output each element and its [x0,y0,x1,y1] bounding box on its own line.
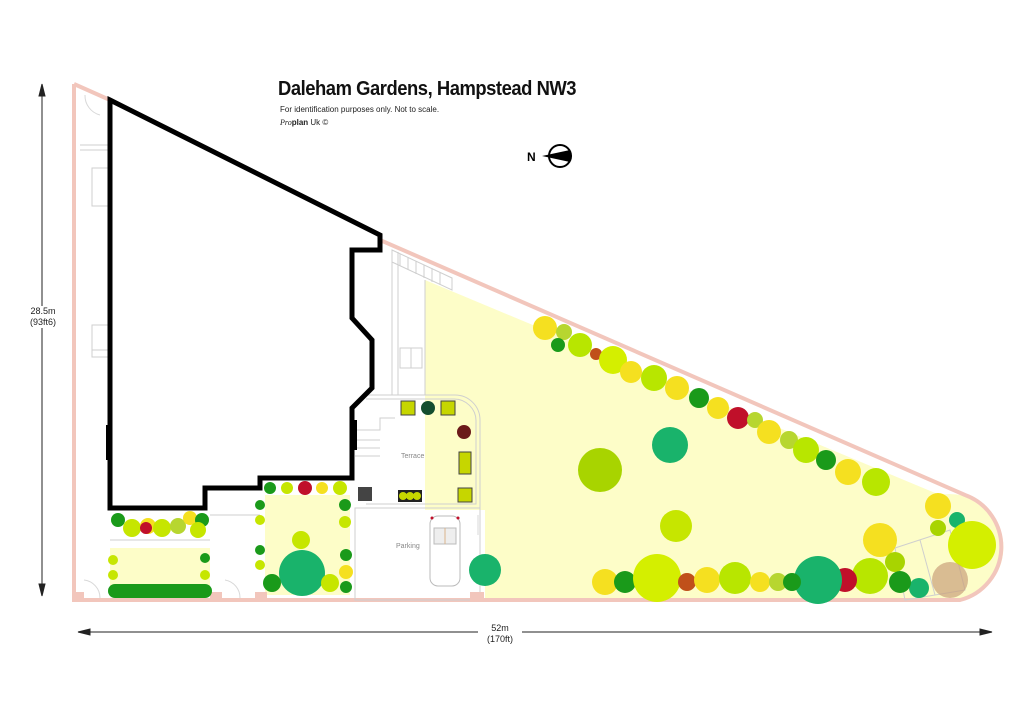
gate-posts [72,592,484,602]
car-icon [429,515,461,587]
page-title: Daleham Gardens, Hampstead NW3 [278,78,577,100]
boundary-wall-top [73,82,111,102]
terrace-label: Terrace [401,453,425,460]
height-feet: (93ft6) [29,317,56,327]
credit-rest: Uk © [308,118,329,127]
disclaimer: For identification purposes only. Not to… [280,105,440,114]
dimension-width [77,628,993,636]
svg-text:N: N [527,150,536,164]
dimension-height [38,83,46,597]
paving-lines [80,144,966,601]
plants [108,316,996,604]
front-bed-left [110,548,210,586]
lawn-area [425,280,1004,600]
width-meters: 52m [491,623,509,633]
terrace-planters [358,400,473,503]
width-feet: (170ft) [486,634,513,644]
door-swings [83,94,479,599]
credit: Proplan Uk © [280,118,328,127]
height-dimension-label: 28.5m (93ft6) [22,306,64,328]
boundary-wall [72,84,1004,602]
building-wall-segment [351,420,357,450]
credit-pro: Pro [280,118,292,127]
building-wall-segment [106,425,111,460]
north-arrow-icon: N [527,144,572,168]
credit-plan: plan [291,118,309,127]
parking-label: Parking [396,543,420,550]
height-meters: 28.5m [30,306,56,316]
width-dimension-label: 52m (170ft) [478,623,522,645]
building-outline [107,95,383,511]
